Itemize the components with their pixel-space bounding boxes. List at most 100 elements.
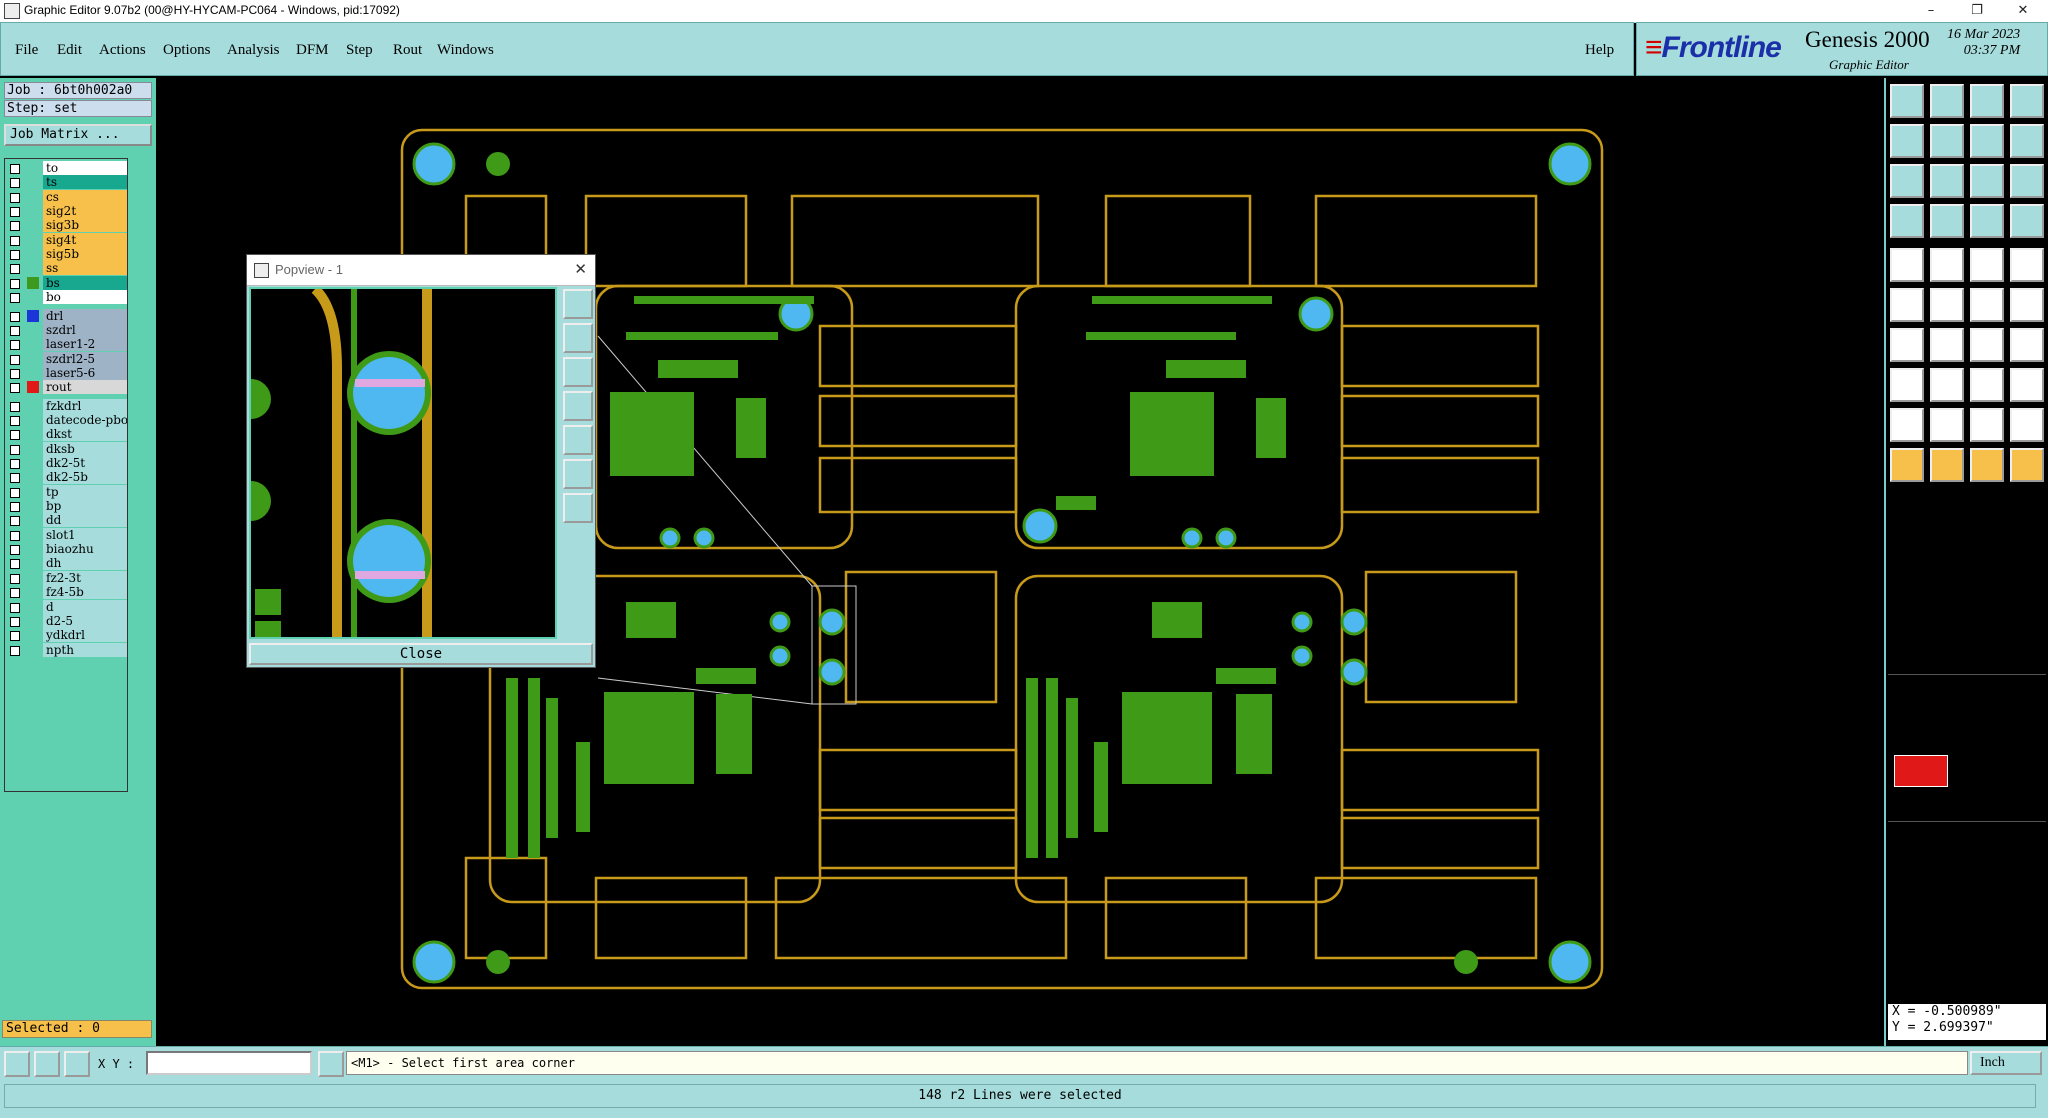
layer-row[interactable]: rout xyxy=(5,380,127,395)
tool-button[interactable] xyxy=(1890,368,1924,402)
popview-close-icon[interactable]: ✕ xyxy=(574,260,587,278)
layer-checkbox[interactable] xyxy=(10,415,20,426)
layer-checkbox[interactable] xyxy=(10,602,20,613)
tool-button[interactable] xyxy=(1930,124,1964,158)
tool-button[interactable] xyxy=(1970,328,2004,362)
layer-checkbox[interactable] xyxy=(10,178,20,189)
layer-row[interactable]: ss xyxy=(5,261,127,276)
layer-row[interactable]: bo xyxy=(5,290,127,305)
xy-input[interactable] xyxy=(146,1051,312,1075)
layer-checkbox[interactable] xyxy=(10,192,20,203)
menu-step[interactable]: Step xyxy=(346,42,373,58)
tool-button[interactable] xyxy=(1890,164,1924,198)
menu-rout[interactable]: Rout xyxy=(393,42,423,58)
tool-button[interactable] xyxy=(1930,408,1964,442)
layer-row[interactable]: sig4t xyxy=(5,232,127,248)
layer-checkbox[interactable] xyxy=(10,368,20,379)
tool-button[interactable] xyxy=(1890,288,1924,322)
close-window-button[interactable]: ✕ xyxy=(2017,3,2029,18)
popview-pan-right-button[interactable] xyxy=(563,425,593,455)
xy-apply-button[interactable] xyxy=(318,1051,344,1077)
tool-button[interactable] xyxy=(1930,328,1964,362)
tool-button[interactable] xyxy=(1970,368,2004,402)
tool-button[interactable] xyxy=(1890,204,1924,238)
layer-row[interactable]: d2-5 xyxy=(5,613,127,629)
tool-button[interactable] xyxy=(1930,84,1964,118)
tool-button[interactable] xyxy=(2010,368,2044,402)
layer-row[interactable]: cs xyxy=(5,189,127,205)
layer-checkbox[interactable] xyxy=(10,401,20,412)
minimize-button[interactable]: – xyxy=(1927,3,1935,18)
layer-row[interactable]: sig5b xyxy=(5,247,127,262)
tool-button[interactable] xyxy=(1890,124,1924,158)
tool-button[interactable] xyxy=(1930,164,1964,198)
layer-checkbox[interactable] xyxy=(10,325,20,336)
layer-checkbox[interactable] xyxy=(10,164,20,174)
layer-checkbox[interactable] xyxy=(10,264,20,275)
layer-row[interactable]: dk2-5t xyxy=(5,456,127,471)
layer-row[interactable]: dkst xyxy=(5,427,127,442)
layer-checkbox[interactable] xyxy=(10,459,20,469)
layer-checkbox[interactable] xyxy=(10,631,20,642)
layer-row[interactable]: dk2-5b xyxy=(5,470,127,485)
menu-edit[interactable]: Edit xyxy=(57,42,82,58)
tool-button[interactable] xyxy=(1970,248,2004,282)
tool-button[interactable] xyxy=(1930,368,1964,402)
tool-button[interactable] xyxy=(2010,204,2044,238)
layer-row[interactable]: tp xyxy=(5,484,127,500)
layer-checkbox[interactable] xyxy=(10,250,20,261)
popview-zoom-home-button[interactable] xyxy=(563,289,593,319)
measure-button[interactable] xyxy=(34,1051,60,1077)
layer-checkbox[interactable] xyxy=(10,645,20,656)
unit-selector[interactable]: Inch xyxy=(1970,1051,2042,1075)
tool-button[interactable] xyxy=(2010,248,2044,282)
layer-checkbox[interactable] xyxy=(10,311,20,322)
popview-pan-up-button[interactable] xyxy=(563,323,593,353)
layer-row[interactable]: fzkdrl xyxy=(5,398,127,414)
layer-checkbox[interactable] xyxy=(10,473,20,484)
pcb-drawing[interactable] xyxy=(156,78,1884,1046)
layer-row[interactable]: ydkdrl xyxy=(5,628,127,643)
layer-row[interactable]: drl xyxy=(5,308,127,324)
layer-checkbox[interactable] xyxy=(10,430,20,441)
layer-checkbox[interactable] xyxy=(10,545,20,556)
layer-checkbox[interactable] xyxy=(10,221,20,232)
layer-row[interactable]: dksb xyxy=(5,441,127,457)
popview-pan-left-button[interactable] xyxy=(563,391,593,421)
tool-button[interactable] xyxy=(1930,448,1964,482)
layer-checkbox[interactable] xyxy=(10,383,20,394)
tool-button[interactable] xyxy=(1970,124,2004,158)
tool-button[interactable] xyxy=(2010,328,2044,362)
layer-row[interactable]: bs xyxy=(5,275,127,291)
popview-title-bar[interactable]: Popview - 1 ✕ xyxy=(247,255,595,286)
tool-button[interactable] xyxy=(1890,84,1924,118)
tool-button[interactable] xyxy=(1890,248,1924,282)
tool-button[interactable] xyxy=(2010,448,2044,482)
grid-button[interactable] xyxy=(64,1051,90,1077)
tool-button[interactable] xyxy=(1930,288,1964,322)
layer-row[interactable]: d xyxy=(5,599,127,615)
menu-help[interactable]: Help xyxy=(1585,42,1615,58)
layer-row[interactable]: ts xyxy=(5,175,127,190)
tool-button[interactable] xyxy=(2010,288,2044,322)
layer-row[interactable]: datecode-pbo xyxy=(5,412,127,428)
layer-checkbox[interactable] xyxy=(10,559,20,570)
layer-checkbox[interactable] xyxy=(10,487,20,498)
layer-row[interactable]: biaozhu xyxy=(5,542,127,557)
tool-button[interactable] xyxy=(1890,408,1924,442)
tool-button[interactable] xyxy=(2010,408,2044,442)
layer-row[interactable]: bp xyxy=(5,499,127,514)
layer-row[interactable]: sig3b xyxy=(5,218,127,233)
layer-row[interactable]: fz4-5b xyxy=(5,585,127,600)
layer-row[interactable]: sig2t xyxy=(5,204,127,219)
tool-button[interactable] xyxy=(1890,328,1924,362)
layer-checkbox[interactable] xyxy=(10,235,20,246)
layer-checkbox[interactable] xyxy=(10,293,20,304)
layer-checkbox[interactable] xyxy=(10,502,20,513)
tool-button[interactable] xyxy=(1890,448,1924,482)
tool-button[interactable] xyxy=(1970,84,2004,118)
menu-options[interactable]: Options xyxy=(163,42,211,58)
layer-row[interactable]: laser1-2 xyxy=(5,337,127,352)
tool-button[interactable] xyxy=(1970,164,2004,198)
layer-row[interactable]: szdrl2-5 xyxy=(5,351,127,367)
